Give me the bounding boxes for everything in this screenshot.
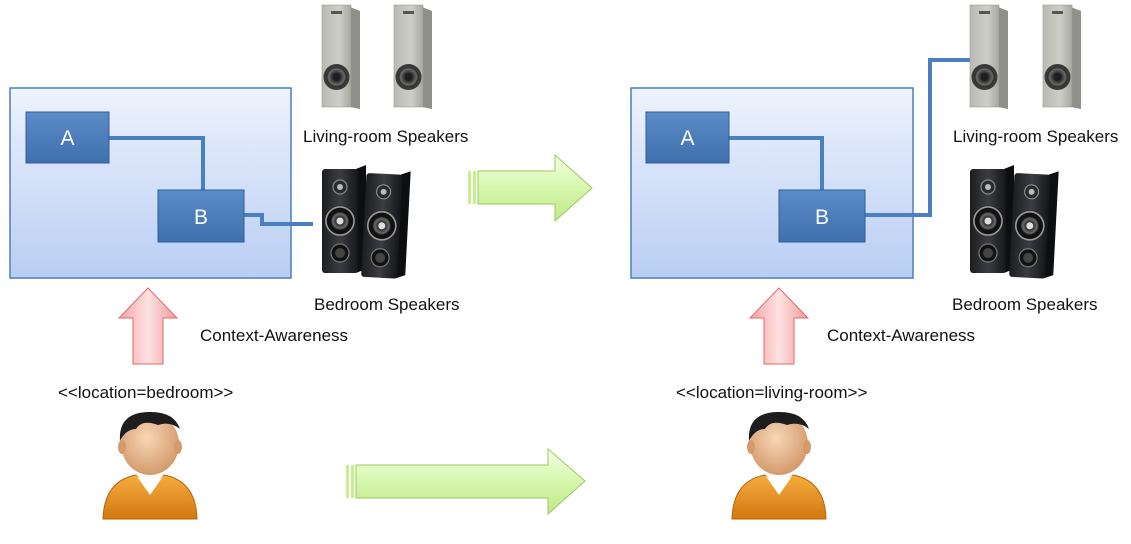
left-living-room-speakers <box>321 4 433 110</box>
user-icon <box>102 411 198 520</box>
up-arrow-icon <box>748 287 810 365</box>
right-living-room-speakers <box>969 4 1082 110</box>
right-scene: A B <box>630 4 1082 520</box>
right-connector-a-b <box>729 136 824 190</box>
grey-speaker-icon <box>393 4 433 110</box>
left-component-a-label: A <box>60 127 74 150</box>
left-component-a-box <box>25 111 110 164</box>
black-speaker-icon <box>360 168 412 280</box>
right-connector-b-living-room <box>865 58 970 217</box>
black-speaker-icon <box>969 164 1015 274</box>
right-component-a-label: A <box>680 127 694 150</box>
user-icon <box>731 411 827 520</box>
left-location-label: <<location=bedroom>> <box>58 383 234 402</box>
left-scene: A B <box>9 4 433 520</box>
right-living-room-speakers-label: Living-room Speakers <box>953 127 1119 146</box>
left-living-room-speakers-label: Living-room Speakers <box>303 127 469 146</box>
left-component-b-label: B <box>194 206 208 229</box>
left-bedroom-speakers <box>321 164 412 280</box>
up-arrow-icon <box>117 287 179 365</box>
right-context-awareness-label: Context-Awareness <box>827 326 976 345</box>
right-component-b-box <box>778 189 866 243</box>
right-component-b-label: B <box>815 206 829 229</box>
right-bedroom-speakers-label: Bedroom Speakers <box>952 295 1098 314</box>
left-bedroom-speakers-label: Bedroom Speakers <box>314 295 460 314</box>
left-context-awareness-label: Context-Awareness <box>200 326 349 345</box>
right-bedroom-speakers <box>969 164 1060 280</box>
right-arrow-icon <box>477 153 593 223</box>
grey-speaker-icon <box>969 4 1009 110</box>
left-connector-b-bedroom <box>244 213 313 226</box>
grey-speaker-icon <box>1042 4 1082 110</box>
right-arrow-icon <box>355 447 586 516</box>
left-component-b-box <box>157 189 245 243</box>
transition-arrow-bottom <box>346 447 586 516</box>
black-speaker-icon <box>321 164 367 274</box>
transition-arrow-top <box>468 153 593 223</box>
right-location-label: <<location=living-room>> <box>676 383 868 402</box>
left-connector-a-b <box>109 136 205 190</box>
grey-speaker-icon <box>321 4 361 110</box>
black-speaker-icon <box>1008 168 1060 280</box>
right-component-a-box <box>645 111 730 164</box>
